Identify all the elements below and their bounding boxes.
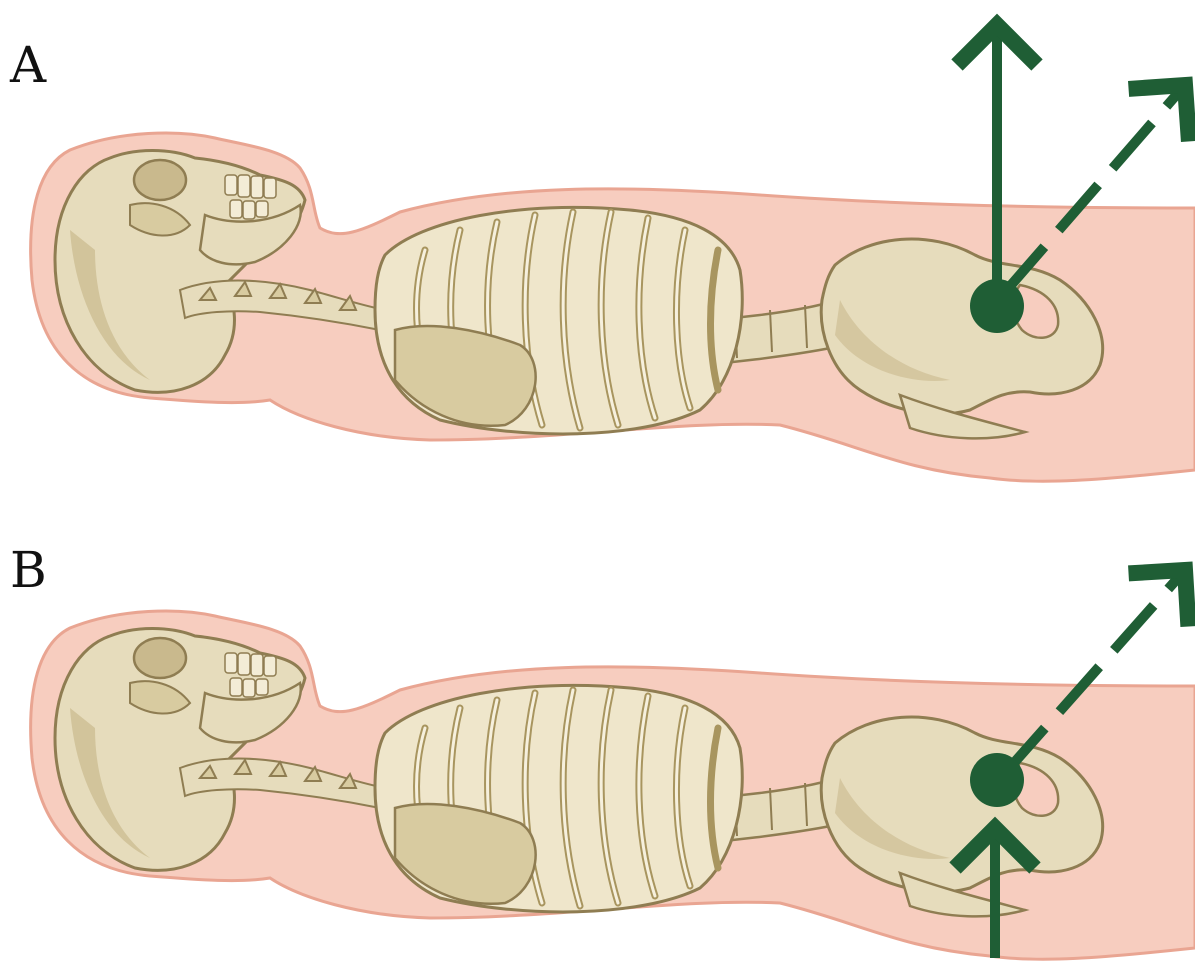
joint-marker-icon	[970, 279, 1024, 333]
panel-a	[31, 25, 1195, 481]
joint-marker-icon	[970, 753, 1024, 807]
panel-b	[31, 570, 1195, 959]
